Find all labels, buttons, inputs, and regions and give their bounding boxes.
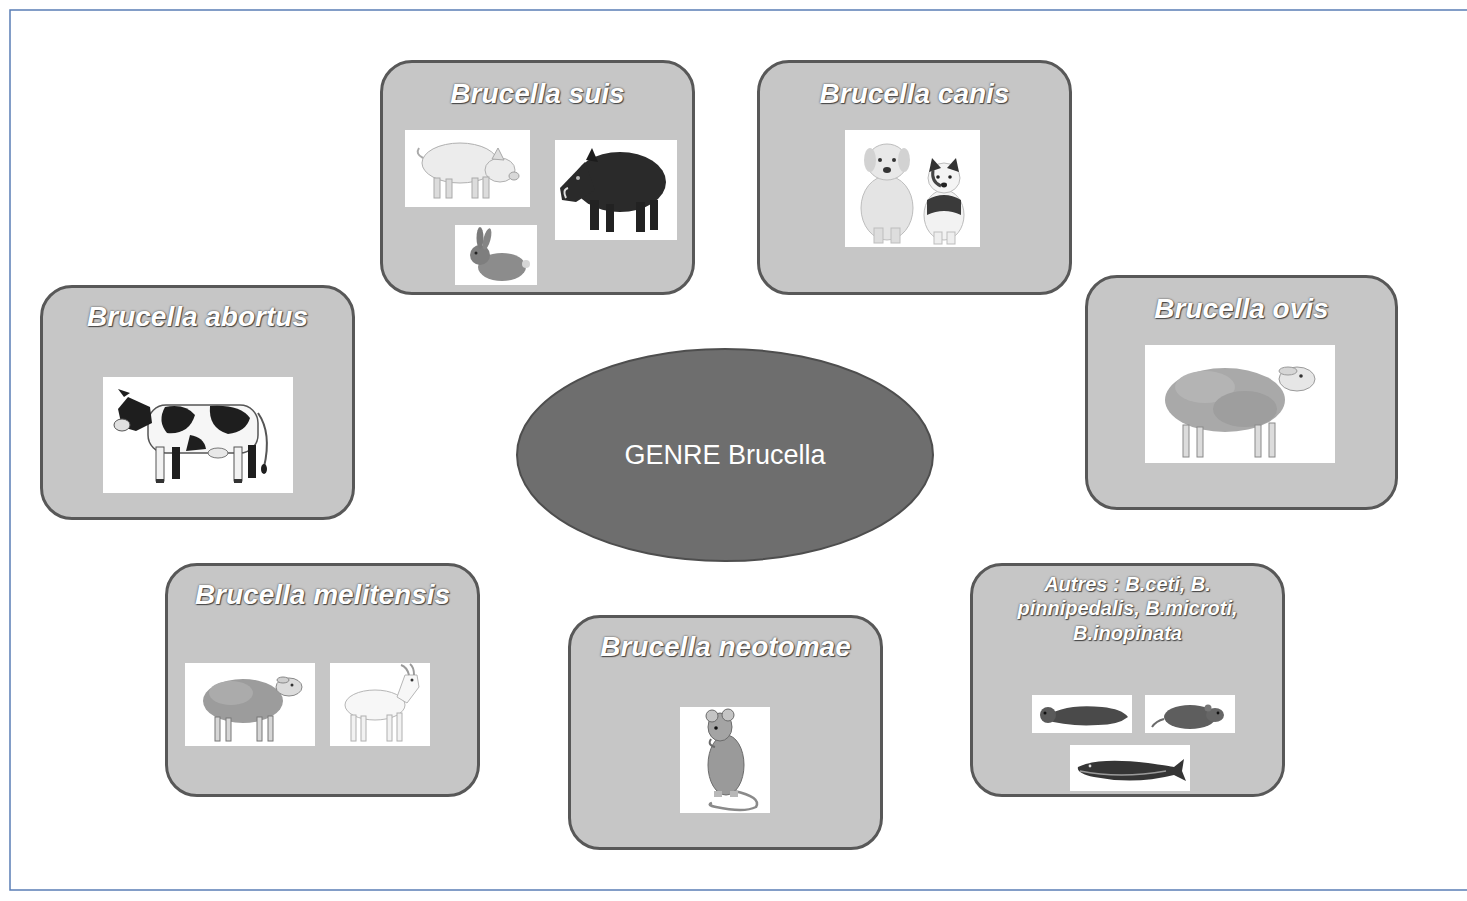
photo-frame [555, 140, 677, 240]
ellipse-shape [517, 349, 933, 561]
genus-ellipse: GENRE Brucella [515, 347, 935, 563]
photo-frame [1032, 695, 1132, 733]
species-title: Brucella melitensis [180, 578, 465, 612]
species-title: Autres : B.ceti, B. pinnipedalis, B.micr… [985, 572, 1270, 645]
species-box: Brucella melitensis [165, 563, 480, 797]
goat-figure [345, 664, 419, 741]
photo-frame [405, 130, 530, 207]
species-title: Brucella canis [772, 77, 1057, 111]
photo-frame [455, 225, 537, 285]
text-block: GENRE Brucella [515, 347, 935, 563]
photo-frame [680, 707, 770, 813]
text-block: Brucella ovis [1088, 278, 1395, 326]
photo-frame [845, 130, 980, 247]
genus-label: GENRE Brucella [624, 440, 825, 471]
rabbit-figure [470, 227, 530, 281]
species-title: Brucella ovis [1100, 292, 1383, 326]
photo-frame [1070, 745, 1190, 791]
text-block: Brucella neotomae [571, 618, 880, 664]
text-block: Brucella canis [760, 63, 1069, 111]
dog-figure [924, 158, 964, 244]
text-block: Brucella abortus [43, 288, 352, 334]
sheep-figure [1165, 367, 1315, 457]
text-block: Autres : B.ceti, B. pinnipedalis, B.micr… [973, 566, 1282, 645]
frame-line [10, 10, 1467, 890]
species-box: Brucella suis [380, 60, 695, 295]
species-box: Brucella neotomae [568, 615, 883, 850]
species-box: Brucella abortus [40, 285, 355, 520]
species-title: Brucella abortus [55, 300, 340, 334]
sheep-figure [203, 677, 302, 741]
text-block: Brucella suis [383, 63, 692, 111]
photo-frame [185, 663, 315, 746]
dog-figure [861, 144, 913, 243]
rat-figure [706, 709, 757, 810]
cow-figure [114, 389, 267, 483]
photo-frame [1145, 345, 1335, 463]
boar-figure [560, 148, 666, 232]
seal-figure [1040, 706, 1128, 725]
species-title: Brucella neotomae [583, 630, 868, 664]
photo-frame [1145, 695, 1235, 733]
species-title: Brucella suis [395, 77, 680, 111]
photo-frame [330, 663, 430, 746]
species-box: Brucella canis [757, 60, 1072, 295]
photo-frame [103, 377, 293, 493]
whale-figure [1078, 759, 1186, 781]
species-box: Autres : B.ceti, B. pinnipedalis, B.micr… [970, 563, 1285, 797]
species-box: Brucella ovis [1085, 275, 1398, 510]
pig-figure [418, 143, 519, 198]
vole-figure [1152, 705, 1224, 730]
text-block: Brucella melitensis [168, 566, 477, 612]
